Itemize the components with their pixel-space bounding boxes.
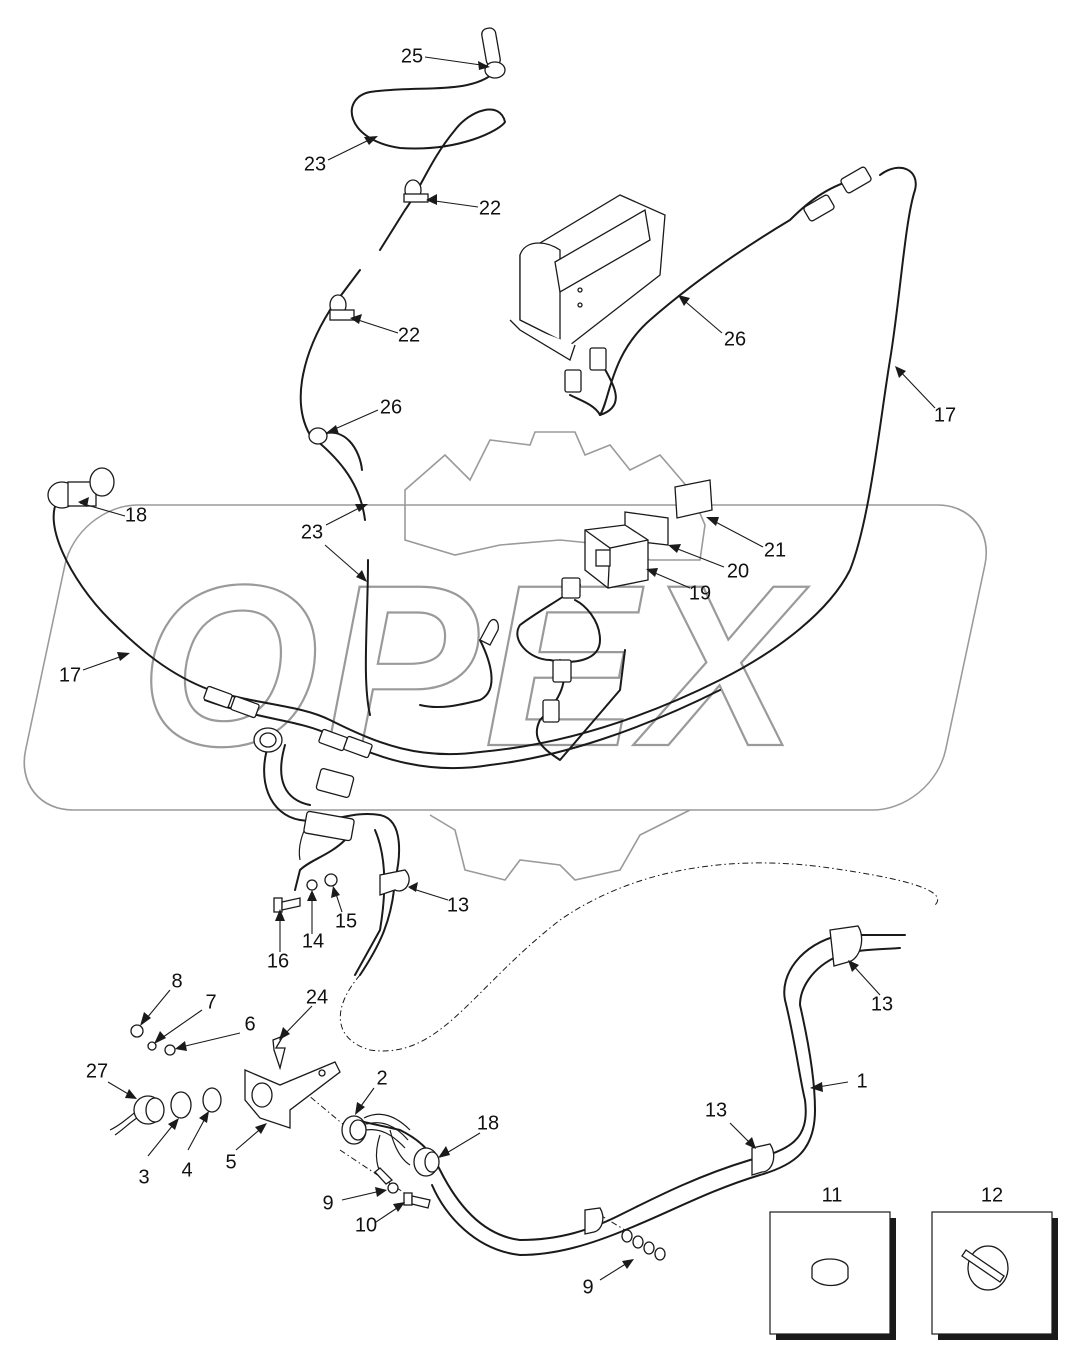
grommet-3 (170, 1091, 192, 1119)
main-harness-17-left-inner (204, 689, 721, 770)
bracket-5 (244, 1061, 341, 1129)
callout-19: 19 (689, 582, 711, 604)
grommet-18-lower (413, 1147, 440, 1177)
callout-13-right: 13 (871, 993, 893, 1015)
switch-module-19 (584, 524, 649, 589)
clip-22-lower (329, 294, 355, 321)
clamp-lower-left (584, 1207, 604, 1235)
callout-8: 8 (171, 970, 182, 992)
seal-4 (202, 1087, 222, 1113)
callout-22-lower: 22 (398, 324, 420, 346)
callout-20: 20 (727, 560, 749, 582)
washers-9-lower (621, 1229, 666, 1261)
nut-15 (324, 873, 338, 887)
callout-18-lower: 18 (477, 1112, 499, 1134)
pigtail-wire (419, 639, 493, 709)
callout-24: 24 (306, 986, 328, 1008)
sensor-wire-23-drop (364, 559, 371, 716)
connector-center-b (552, 659, 572, 683)
label-21 (674, 479, 713, 519)
callout-14: 14 (302, 930, 324, 952)
clip-22-upper (403, 179, 429, 203)
callout-6: 6 (244, 1013, 255, 1035)
washer-14 (306, 879, 318, 891)
detail-box-11 (769, 1211, 896, 1340)
callout-18-left: 18 (125, 504, 147, 526)
watermark-gear (404, 431, 706, 881)
callout-10: 10 (355, 1214, 377, 1236)
callout-9-left: 9 (322, 1192, 333, 1214)
connector-harness-b (230, 695, 260, 719)
bolt-16 (273, 897, 301, 913)
plug-25-top (481, 27, 506, 79)
callout-15: 15 (335, 910, 357, 932)
clamp-13-lower (751, 1143, 775, 1176)
callout-7: 7 (205, 991, 216, 1013)
callout-12: 12 (981, 1184, 1003, 1206)
callout-27: 27 (86, 1060, 108, 1082)
callout-13-upper: 13 (447, 894, 469, 916)
round-connector-2 (341, 1113, 411, 1149)
clamp-13-right (829, 925, 863, 967)
connector-center-c (542, 699, 560, 723)
callout-23-lower: 23 (301, 521, 323, 543)
lower-harness-1-inner (431, 947, 901, 1256)
clamp-13-upper (379, 869, 410, 896)
washer-6 (164, 1044, 176, 1056)
callout-1: 1 (856, 1070, 867, 1092)
retainer-24 (272, 1034, 286, 1071)
relay-connector (315, 767, 355, 799)
callout-23-upper: 23 (304, 153, 326, 175)
connector-26-d (564, 369, 582, 393)
connector-harness-a (203, 685, 233, 709)
sensor-wire-23-upper (350, 71, 506, 251)
callout-9-lower: 9 (582, 1276, 593, 1298)
callout-21: 21 (764, 539, 786, 561)
callout-26: 26 (724, 328, 746, 350)
controller-module (509, 194, 666, 361)
detail-box-12 (931, 1211, 1058, 1340)
round-connector-junction (253, 727, 283, 753)
connector-26-c (589, 347, 607, 371)
main-harness-17-left (52, 166, 917, 756)
dashed-routing-path (339, 862, 938, 1052)
callout-labels: 25 23 22 22 26 26 17 18 23 21 20 19 17 1… (59, 45, 1003, 1298)
callout-13-lower: 13 (705, 1099, 727, 1121)
grommet-25 (308, 427, 328, 445)
callout-25-top: 25 (401, 45, 423, 67)
washer-9-a (387, 1182, 399, 1194)
harness-down-13 (263, 739, 401, 976)
callout-4: 4 (181, 1159, 192, 1181)
assembly-line-hardware (599, 1214, 626, 1231)
lower-harness-1 (354, 933, 906, 1241)
watermark-frame (23, 504, 988, 811)
grommet-plug-18 (47, 467, 115, 509)
fuse-holder (303, 810, 355, 842)
ring-terminal-pigtail (479, 618, 499, 646)
callout-22-upper: 22 (479, 197, 501, 219)
parts (47, 27, 1058, 1340)
leader-lines (78, 56, 936, 1281)
connector-26-b (803, 194, 835, 222)
connector-harness-d (343, 735, 373, 759)
callout-17-left: 17 (59, 664, 81, 686)
connector-27 (133, 1095, 165, 1125)
watermark: OPEX (23, 431, 988, 881)
ring-terminal-9 (374, 1167, 394, 1185)
callout-5: 5 (225, 1151, 236, 1173)
callout-11: 11 (822, 1184, 843, 1206)
ground-wire (294, 839, 346, 891)
callout-17-right: 17 (934, 404, 956, 426)
callout-16: 16 (267, 950, 289, 972)
connector-26-a (840, 166, 872, 194)
callout-3: 3 (138, 1166, 149, 1188)
connector-center-a (561, 577, 581, 599)
watermark-text: OPEX (140, 537, 809, 794)
callout-2: 2 (376, 1067, 387, 1089)
nut-8 (130, 1024, 144, 1038)
callout-25-middle: 26 (380, 396, 402, 418)
bolt-10 (403, 1192, 431, 1209)
